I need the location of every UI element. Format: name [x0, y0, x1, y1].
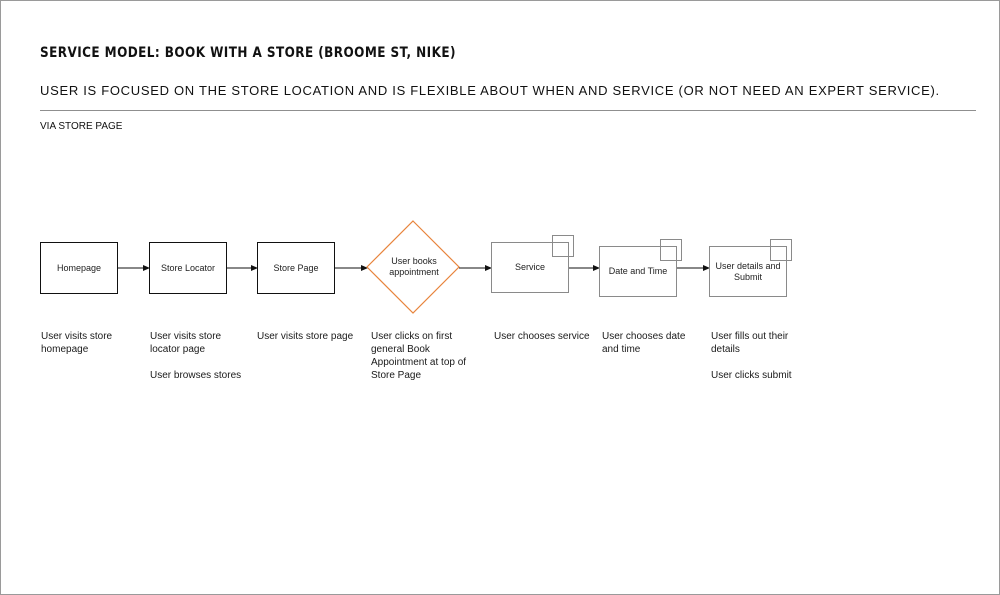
- step-homepage-description: User visits store homepage: [41, 330, 141, 356]
- step-submit-desc-line: User fills out their details: [711, 331, 789, 355]
- step-store-page-label: Store Page: [273, 262, 319, 273]
- step-store-locator-desc-line: User visits store locator page: [150, 331, 222, 355]
- step-store-page-desc-line: User visits store page: [257, 331, 354, 342]
- step-date-time-desc-line: User chooses date and time: [602, 331, 686, 355]
- step-submit-label: User details and Submit: [715, 260, 781, 282]
- header-divider: [40, 110, 976, 111]
- step-store-page-box: Store Page: [257, 242, 335, 294]
- screen-corner-marker: [770, 239, 792, 261]
- page-title: SERVICE MODEL: BOOK WITH A STORE (BROOME…: [40, 45, 456, 61]
- step-service-screen: Service: [491, 242, 569, 293]
- step-date-time-description: User chooses date and time: [602, 330, 702, 356]
- decision-description: User clicks on first general Book Appoin…: [371, 330, 467, 382]
- step-store-locator-description: User visits store locator page User brow…: [150, 330, 250, 382]
- step-service-description: User chooses service: [494, 330, 594, 343]
- step-submit-screen: User details and Submit: [709, 246, 787, 297]
- step-store-page-description: User visits store page: [257, 330, 357, 343]
- step-date-time-screen: Date and Time: [599, 246, 677, 297]
- decision-diamond: [366, 220, 460, 314]
- step-homepage-label: Homepage: [56, 262, 102, 273]
- screen-corner-marker: [660, 239, 682, 261]
- step-service-label: Service: [514, 262, 545, 272]
- step-homepage-box: Homepage: [40, 242, 118, 294]
- screen-corner-marker: [552, 235, 574, 257]
- section-label: VIA STORE PAGE: [40, 121, 123, 132]
- step-store-locator-box: Store Locator: [149, 242, 227, 294]
- decision-desc-line: User clicks on first general Book Appoin…: [371, 331, 467, 381]
- step-store-locator-label: Store Locator: [160, 262, 216, 273]
- step-homepage-desc-line: User visits store homepage: [41, 331, 113, 355]
- step-submit-description: User fills out their details User clicks…: [711, 330, 811, 382]
- step-date-time-label: Date and Time: [608, 266, 668, 276]
- decision-label: User books appointment: [389, 256, 439, 277]
- page-subtitle: USER IS FOCUSED ON THE STORE LOCATION AN…: [40, 83, 940, 98]
- step-store-locator-desc-line: User browses stores: [150, 370, 242, 381]
- step-service-desc-line: User chooses service: [494, 331, 590, 342]
- step-submit-desc-line: User clicks submit: [711, 370, 792, 381]
